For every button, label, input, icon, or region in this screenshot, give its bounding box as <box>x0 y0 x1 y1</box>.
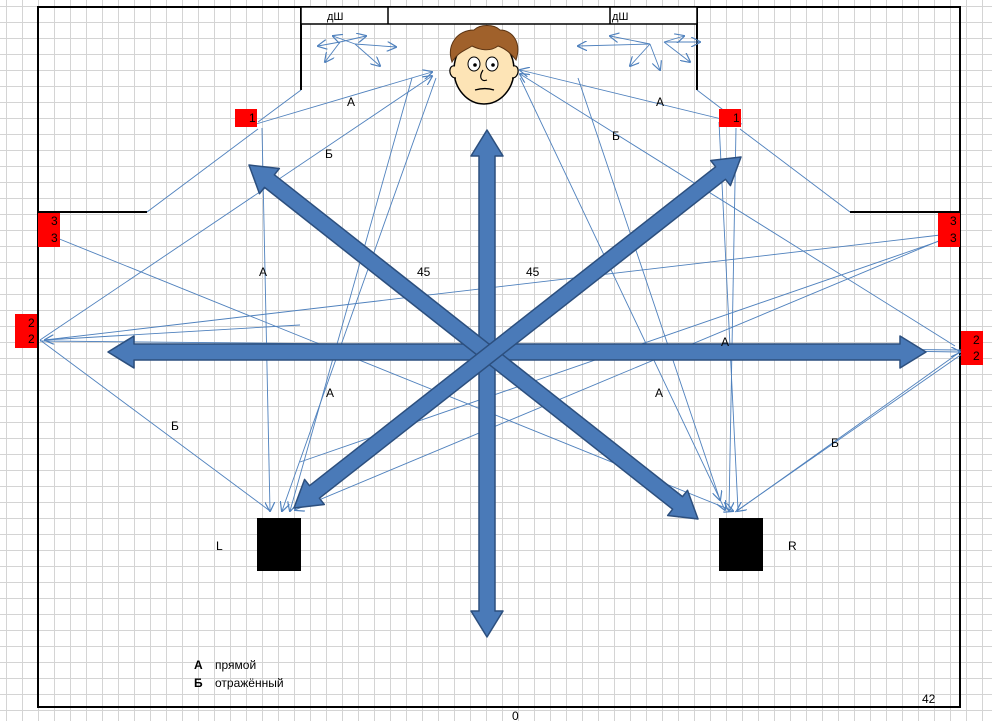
ray-line <box>290 77 413 511</box>
panel-label: 3 <box>950 214 957 228</box>
panel-label: 1 <box>249 111 256 125</box>
panel-2-left <box>15 314 37 348</box>
scatter-arrow <box>630 43 651 66</box>
ray-line <box>39 76 432 341</box>
scatter-arrow <box>578 44 651 46</box>
ray-line <box>261 127 270 511</box>
ray-line <box>520 70 743 125</box>
bottom-number: 0 <box>512 709 519 721</box>
window-scatter-arrows <box>318 36 700 70</box>
right-speaker-label: R <box>788 539 797 553</box>
window-label-right: дШ <box>612 11 629 23</box>
face-ear-left <box>449 65 457 79</box>
panel-label: 2 <box>28 316 35 330</box>
ray-lines <box>39 70 963 513</box>
scatter-arrow <box>325 41 341 62</box>
scatter-arrow <box>333 36 356 45</box>
listener-face-icon <box>449 25 519 105</box>
ray-label-reflected: Б <box>612 129 620 143</box>
ray-label-reflected: Б <box>325 147 333 161</box>
face-pupil-left <box>473 63 477 67</box>
panel-1-right <box>719 109 741 127</box>
scatter-arrow <box>318 42 341 46</box>
diagonal-arrow-down-left <box>293 156 742 509</box>
angle-label-right: 45 <box>526 265 540 279</box>
angle-label-left: 45 <box>417 265 431 279</box>
scatter-arrow <box>354 44 396 47</box>
panel-label: 3 <box>51 214 58 228</box>
ray-line <box>44 233 950 341</box>
ray-line <box>282 77 437 511</box>
vertical-arrow <box>470 129 504 638</box>
face-ear-right <box>511 65 519 79</box>
diagonal-arrow-down-right <box>248 164 699 520</box>
ray-line <box>39 339 271 512</box>
face-mouth <box>474 87 495 91</box>
legend-text-direct: прямой <box>215 658 256 672</box>
ray-line <box>146 128 259 213</box>
panel-label: 3 <box>950 231 957 245</box>
legend-key-reflected: Б <box>194 676 203 690</box>
ray-line <box>520 74 956 347</box>
ray-label-direct: А <box>656 95 664 109</box>
ray-label-direct: А <box>326 386 334 400</box>
panel-1-left <box>235 109 257 127</box>
acoustic-panels <box>15 109 983 365</box>
scatter-arrow <box>663 41 690 62</box>
ray-line <box>257 89 302 123</box>
face-hair <box>450 25 519 64</box>
window-strip-frame <box>300 6 698 25</box>
horizontal-arrow <box>107 335 927 369</box>
ray-line <box>295 231 961 510</box>
window-strip <box>300 6 698 25</box>
ray-line <box>255 72 432 125</box>
panel-label: 2 <box>28 332 35 346</box>
ray-label-direct: А <box>259 265 267 279</box>
ray-labels: А А Б Б А А А А Б Б <box>171 95 839 450</box>
scatter-arrow <box>339 36 366 42</box>
legend-key-direct: А <box>194 658 203 672</box>
ray-label-reflected: Б <box>831 436 839 450</box>
right-speaker <box>719 518 763 571</box>
panel-2-right <box>961 331 983 365</box>
left-speaker-label: L <box>216 539 223 553</box>
ray-line <box>739 128 851 213</box>
ray-line <box>577 77 720 500</box>
ray-line <box>734 353 963 513</box>
panel-3-left <box>38 213 60 247</box>
legend: А прямой Б отражённый <box>194 658 284 690</box>
ray-label-direct: А <box>655 386 663 400</box>
window-label-left: дШ <box>327 11 344 23</box>
corner-number: 42 <box>922 692 936 706</box>
panel-3-right <box>938 213 960 247</box>
face-nose <box>480 69 488 82</box>
panel-label: 2 <box>973 333 980 347</box>
panel-label: 1 <box>733 111 740 125</box>
ray-label-direct: А <box>347 95 355 109</box>
radiation-arrows <box>107 129 927 638</box>
legend-text-reflected: отражённый <box>215 676 284 690</box>
ray-line <box>718 121 739 511</box>
scatter-arrow <box>663 36 684 42</box>
ray-line <box>519 77 725 510</box>
scatter-arrow <box>610 36 651 45</box>
ray-label-direct: А <box>721 335 729 349</box>
ray-line <box>45 324 301 340</box>
scatter-arrow <box>354 43 380 66</box>
scatter-arrow <box>649 43 660 70</box>
left-speaker <box>257 518 301 571</box>
face-pupil-right <box>491 63 495 67</box>
ray-line <box>729 127 737 511</box>
panel-label: 3 <box>51 231 58 245</box>
ray-label-reflected: Б <box>171 419 179 433</box>
panel-label: 2 <box>973 349 980 363</box>
